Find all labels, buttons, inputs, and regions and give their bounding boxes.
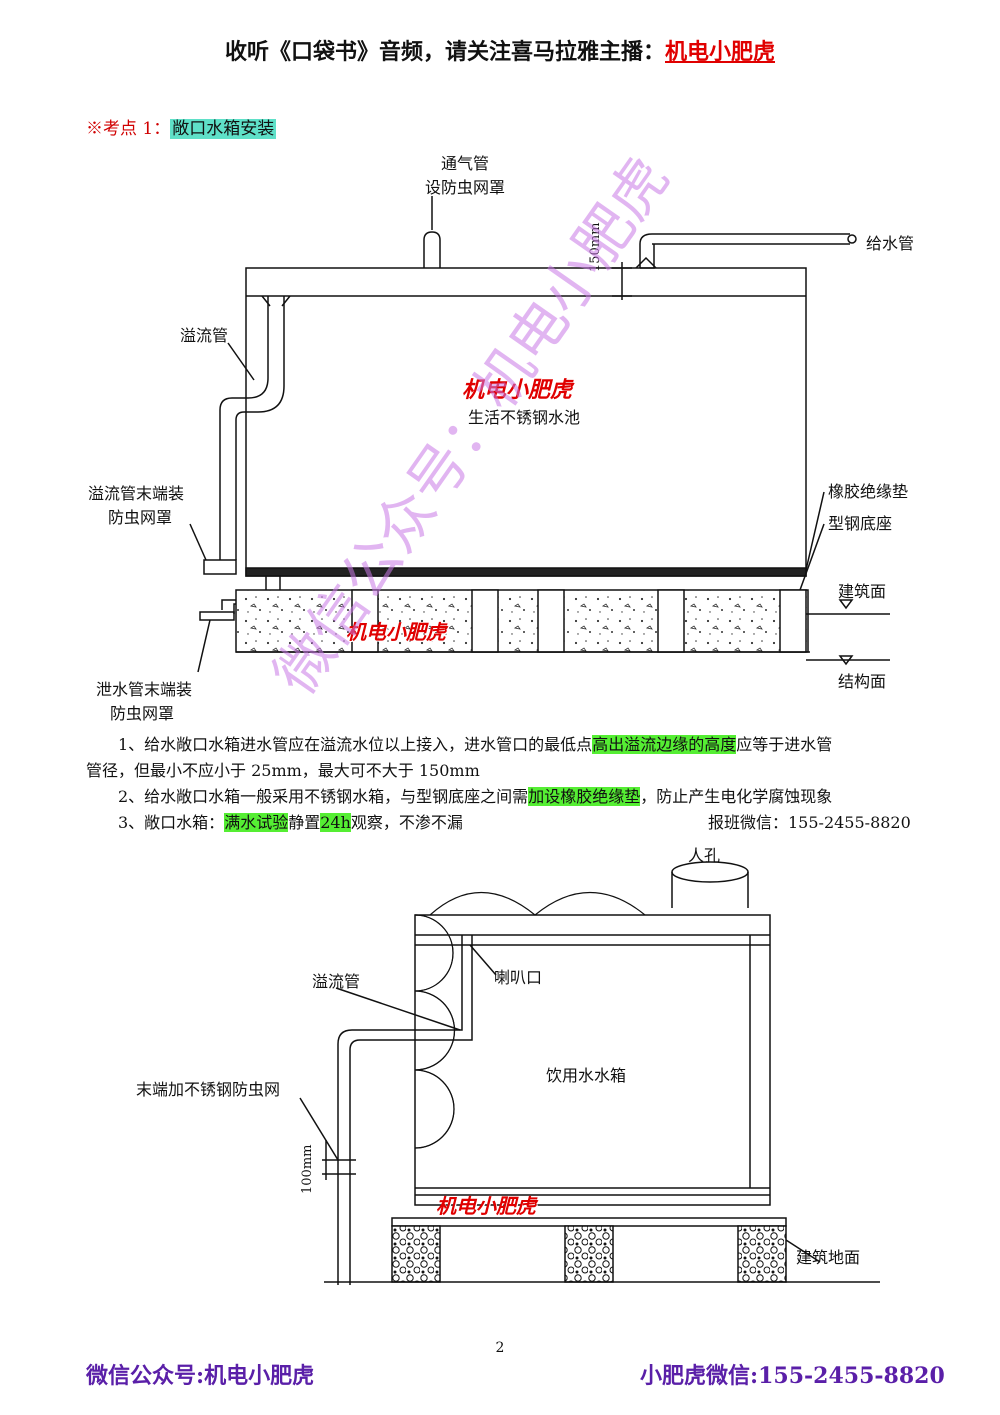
overflow-pipe2-label: 溢流管 xyxy=(312,972,361,991)
tank2-name: 饮用水水箱 xyxy=(546,1066,627,1085)
header-text: 收听《口袋书》音频，请关注喜马拉雅主播： xyxy=(224,39,665,65)
tank1-name: 生活不锈钢水池 xyxy=(468,408,581,427)
brand-mark-tank1: 机电小肥虎 xyxy=(462,377,573,403)
bellmouth-label: 喇叭口 xyxy=(494,968,543,987)
brand-mark-base: 机电小肥虎 xyxy=(346,620,446,644)
foundation xyxy=(235,589,809,653)
building-surface-label: 建筑面 xyxy=(838,582,887,601)
contact-wechat: 报班微信：155-2455-8820 xyxy=(708,813,911,832)
brand-mark-tank2: 机电小肥虎 xyxy=(436,1194,536,1218)
overflow-pipe xyxy=(219,296,269,560)
footer-left: 微信公众号:机电小肥虎 xyxy=(86,1363,315,1389)
supply-pipe-label: 给水管 xyxy=(866,234,915,253)
tank2 xyxy=(299,861,880,1285)
supply-pipe xyxy=(639,233,850,269)
dim-100-label: 100mm xyxy=(300,1144,315,1194)
steel-base-label: 型钢底座 xyxy=(828,514,893,533)
building-floor-label: 建筑地面 xyxy=(796,1248,861,1267)
vent-pipe xyxy=(423,231,441,268)
keypoint-title: 敞口水箱安装 xyxy=(170,119,277,139)
manhole-label: 人孔 xyxy=(688,846,721,865)
end-mesh-label: 末端加不锈钢防虫网 xyxy=(136,1080,281,1099)
structure-surface-label: 结构面 xyxy=(838,672,887,691)
page-header: 收听《口袋书》音频，请关注喜马拉雅主播：机电小肥虎 xyxy=(0,34,1000,66)
keypoint-prefix: ※考点 1： xyxy=(86,119,171,139)
overflow-pipe-label: 溢流管 xyxy=(180,326,229,345)
paragraph-2: 2、给水敞口水箱一般采用不锈钢水箱，与型钢底座之间需加设橡胶绝缘垫，防止产生电化… xyxy=(118,787,833,806)
rubber-pad-label: 橡胶绝缘垫 xyxy=(828,482,909,501)
keypoint-heading: ※考点 1：敞口水箱安装 xyxy=(86,114,277,139)
drain-end-label: 泄水管末端装 防虫网罩 xyxy=(96,680,193,723)
paragraph-1: 1、给水敞口水箱进水管应在溢流水位以上接入，进水管口的最低点高出溢流边缘的高度应… xyxy=(86,735,833,780)
header-accent: 机电小肥虎 xyxy=(665,39,776,65)
overflow-end-label: 溢流管末端装 防虫网罩 xyxy=(88,484,185,527)
vent-label: 通气管 设防虫网罩 xyxy=(424,154,505,197)
page-number: 2 xyxy=(495,1340,505,1356)
paragraph-3: 3、敞口水箱：满水试验静置24h观察，不渗不漏 xyxy=(118,813,463,832)
footer-right: 小肥虎微信:155-2455-8820 xyxy=(640,1363,945,1389)
